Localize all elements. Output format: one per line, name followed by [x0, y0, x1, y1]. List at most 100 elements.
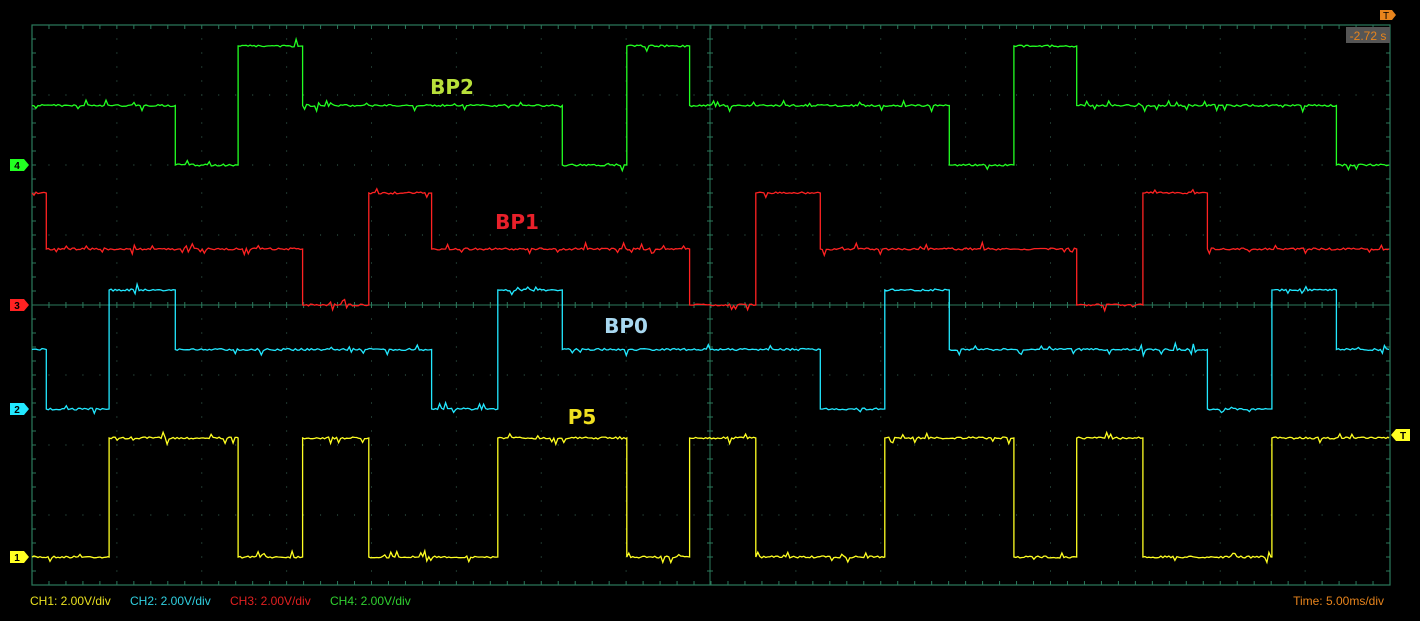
grid-dot	[540, 150, 542, 152]
grid-dot	[286, 346, 288, 348]
grid-dot	[1066, 374, 1068, 376]
grid-dot	[303, 514, 305, 516]
grid-dot	[1134, 542, 1136, 544]
grid-dot	[625, 360, 627, 362]
grid-dot	[880, 374, 882, 376]
ch4-marker[interactable]: 4	[10, 159, 29, 172]
waveform-traces	[31, 36, 1390, 565]
grid-dot	[880, 458, 882, 460]
grid-dot	[269, 374, 271, 376]
grid-dot	[167, 374, 169, 376]
grid-dot	[693, 514, 695, 516]
grid-dot	[1304, 108, 1306, 110]
grid-dot	[421, 514, 423, 516]
grid-dot	[1304, 318, 1306, 320]
grid-dot	[455, 136, 457, 138]
trace-label-p5: P5	[568, 405, 597, 429]
trigger-level-marker[interactable]: T	[1391, 429, 1410, 442]
grid-dot	[1287, 94, 1289, 96]
grid-dot	[201, 80, 203, 82]
grid-dot	[1202, 374, 1204, 376]
grid-dot	[184, 514, 186, 516]
grid-dot	[286, 206, 288, 208]
grid-dot	[1338, 514, 1340, 516]
grid-dot	[625, 556, 627, 558]
grid-dot	[1066, 94, 1068, 96]
grid-dot	[625, 178, 627, 180]
grid-dot	[795, 388, 797, 390]
grid-dot	[897, 164, 899, 166]
grid-dot	[1134, 94, 1136, 96]
grid-dot	[1304, 416, 1306, 418]
grid-dot	[1219, 276, 1221, 278]
grid-dot	[812, 374, 814, 376]
grid-dot	[184, 444, 186, 446]
grid-dot	[116, 374, 118, 376]
grid-dot	[608, 94, 610, 96]
grid-dot	[116, 430, 118, 432]
grid-dot	[99, 444, 101, 446]
grid-dot	[846, 444, 848, 446]
grid-dot	[863, 164, 865, 166]
grid-dot	[371, 430, 372, 432]
grid-dot	[795, 220, 797, 222]
grid-dot	[795, 528, 797, 530]
grid-dot	[965, 290, 967, 292]
ch3-scale: CH3: 2.00V/div	[230, 594, 311, 608]
grid-dot	[1050, 192, 1051, 194]
grid-dot	[999, 444, 1001, 446]
grid-dot	[1134, 52, 1136, 54]
grid-dot	[965, 248, 967, 250]
grid-dot	[269, 164, 271, 166]
trigger-position-marker[interactable]: T	[1380, 10, 1396, 22]
grid-dot	[438, 164, 440, 166]
grid-dot	[252, 514, 254, 516]
grid-dot	[880, 444, 882, 446]
grid-dot	[829, 234, 831, 236]
grid-dot	[371, 528, 372, 530]
grid-dot	[625, 150, 627, 152]
grid-dot	[116, 318, 118, 320]
grid-dot	[116, 542, 118, 544]
ch3-marker[interactable]: 3	[10, 299, 29, 312]
grid-dot	[1066, 164, 1068, 166]
grid-dot	[1050, 332, 1051, 334]
grid-dot	[727, 164, 729, 166]
grid-dot	[371, 570, 372, 572]
ch1-marker[interactable]: 1	[10, 551, 29, 564]
grid-dot	[506, 374, 508, 376]
grid-dot	[116, 556, 118, 558]
grid-dot	[1270, 444, 1272, 446]
grid-dot	[625, 528, 627, 530]
grid-dot	[99, 514, 101, 516]
grid-dot	[676, 374, 678, 376]
grid-dot	[1270, 374, 1272, 376]
grid-dot	[795, 80, 797, 82]
grid-dot	[1321, 164, 1323, 166]
grid-dot	[371, 136, 372, 138]
grid-dot	[829, 94, 831, 96]
grid-dot	[880, 500, 882, 502]
grid-dot	[201, 220, 203, 222]
grid-dot	[201, 556, 203, 558]
grid-dot	[1134, 458, 1136, 460]
grid-dot	[286, 444, 288, 446]
grid-dot	[540, 206, 542, 208]
grid-dot	[201, 66, 203, 68]
grid-dot	[1287, 514, 1289, 516]
grid-dot	[1338, 374, 1340, 376]
grid-dot	[1219, 94, 1221, 96]
grid-dot	[150, 444, 152, 446]
grid-dot	[1219, 178, 1221, 180]
grid-dot	[761, 164, 763, 166]
ch2-marker[interactable]: 2	[10, 403, 29, 416]
channel-arrow-icon	[10, 551, 29, 563]
grid-dot	[201, 416, 203, 418]
grid-dot	[795, 542, 797, 544]
grid-dot	[523, 374, 525, 376]
grid-dot	[795, 486, 797, 488]
grid-dot	[1050, 248, 1051, 250]
grid-dot	[795, 360, 797, 362]
grid-dot	[1355, 234, 1357, 236]
